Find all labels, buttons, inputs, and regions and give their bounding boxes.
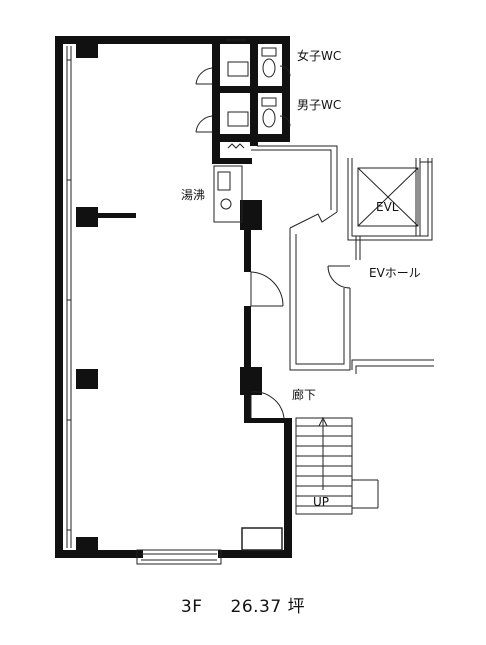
wc-block: [195, 36, 291, 164]
floor-number: 3F: [180, 597, 203, 617]
bottom-window: [136, 549, 222, 565]
floor-plan: [55, 36, 434, 565]
corridor-label: 廊下: [292, 388, 317, 402]
main-office-outer-walls: [55, 36, 292, 558]
stairs-up-label: UP: [313, 495, 330, 509]
bottom-right-box: [241, 527, 283, 551]
elevator-hall-label: EVホール: [369, 266, 421, 280]
floor-area: 26.37 坪: [230, 597, 306, 617]
office-doors: [250, 271, 285, 419]
corridor-lines: [251, 145, 351, 371]
floor-caption: 3F 26.37 坪: [0, 592, 486, 617]
kitchenette-label: 湯沸: [181, 188, 206, 202]
structural-columns: [76, 44, 262, 553]
mens-wc-label: 男子WC: [297, 98, 342, 112]
staircase: [295, 416, 379, 515]
office-right-wall: [244, 230, 292, 423]
elevator-shaft: [347, 158, 434, 374]
kitchenette-unit: [213, 165, 243, 223]
elevator-label: EVL: [376, 200, 399, 214]
womens-wc-label: 女子WC: [297, 49, 342, 63]
left-window-lines: [66, 46, 72, 548]
